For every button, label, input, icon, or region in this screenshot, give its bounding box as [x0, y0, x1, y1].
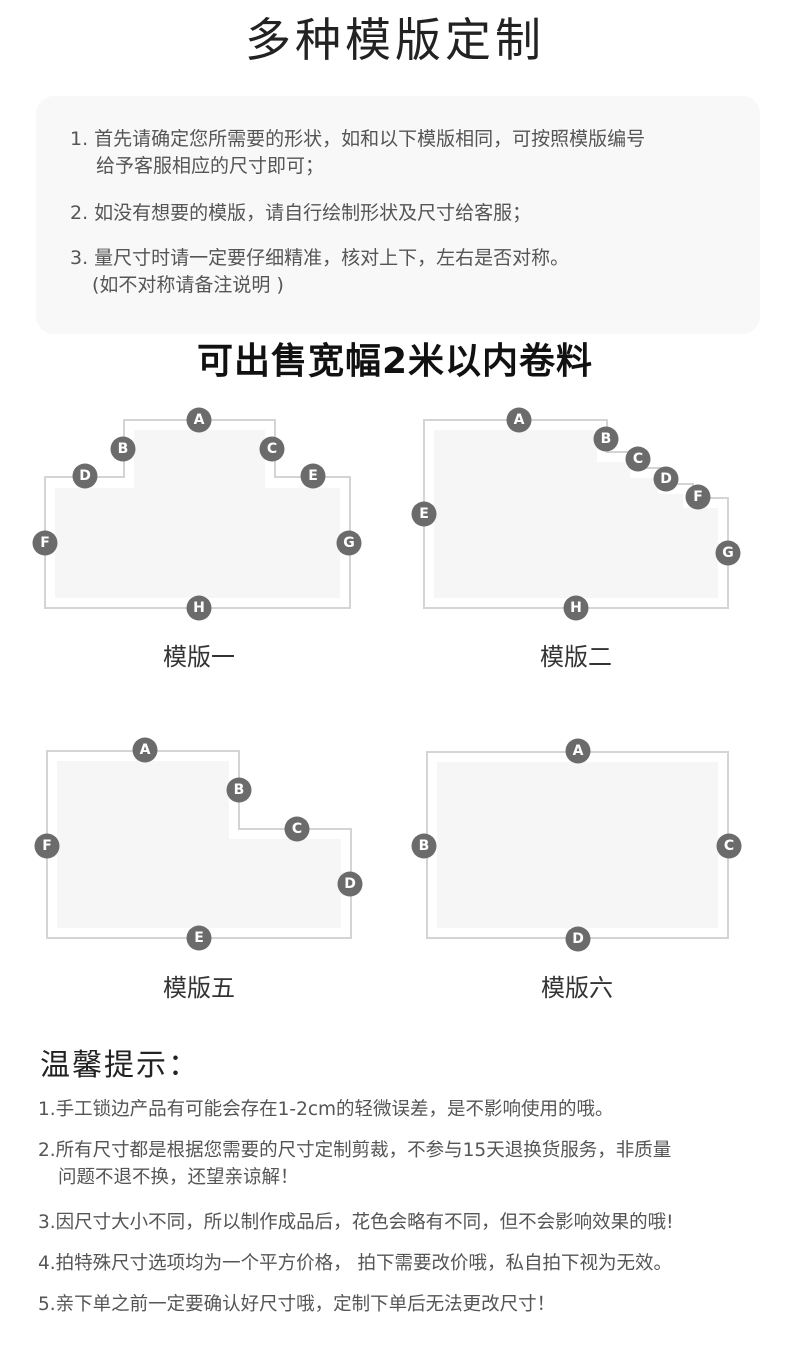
- template-5-marker-f: F: [34, 833, 60, 859]
- template-5-diagram: A B C F D E: [34, 737, 363, 951]
- tip-4: 4.拍特殊尺寸选项均为一个平方价格， 拍下需要改价哦，私自拍下视为无效。: [38, 1253, 673, 1274]
- template-5-outline: [46, 750, 352, 939]
- svg-text:H: H: [570, 600, 582, 616]
- svg-text:D: D: [344, 876, 356, 892]
- svg-text:B: B: [419, 838, 430, 854]
- template-1-marker-f: F: [32, 530, 58, 556]
- template-1-diagram: A B C D E F G H: [32, 407, 362, 621]
- template-1-marker-c: C: [259, 436, 285, 462]
- step-3-note: (如不对称请备注说明 ): [92, 274, 284, 296]
- tip-2: 2.所有尺寸都是根据您需要的尺寸定制剪裁，不参与15天退换货服务，非质量 问题不…: [38, 1137, 671, 1191]
- template-1-fill: [55, 430, 340, 598]
- step-2-text: 2. 如没有想要的模版，请自行绘制形状及尺寸给客服；: [70, 202, 532, 224]
- instructions-panel: [36, 96, 760, 334]
- svg-text:G: G: [722, 545, 734, 561]
- page-title: 多种模版定制: [245, 13, 545, 67]
- svg-text:D: D: [79, 468, 91, 484]
- tip-2-line-2: 问题不退不换，还望亲谅解！: [58, 1167, 299, 1188]
- template-1-marker-g: G: [336, 530, 362, 556]
- svg-text:D: D: [660, 471, 672, 487]
- template-6-marker-b: B: [411, 833, 437, 859]
- step-1-line-1: 1. 首先请确定您所需要的形状，如和以下模版相同，可按照模版编号: [70, 128, 646, 150]
- svg-text:H: H: [193, 600, 205, 616]
- tip-5: 5.亲下单之前一定要确认好尺寸哦，定制下单后无法更改尺寸！: [38, 1294, 556, 1315]
- template-2-diagram: A B C D F E G H: [411, 407, 741, 621]
- template-6-diagram: A B C D: [411, 738, 742, 952]
- template-2-marker-a: A: [506, 407, 532, 433]
- svg-text:F: F: [42, 838, 52, 854]
- template-1-label: 模版一: [163, 643, 235, 671]
- template-2-marker-d: D: [653, 466, 679, 492]
- template-2-fill: [434, 430, 718, 598]
- template-5-marker-e: E: [186, 925, 212, 951]
- template-5-marker-d: D: [337, 871, 363, 897]
- template-6-fill: [437, 762, 718, 928]
- svg-text:B: B: [118, 441, 129, 457]
- section-subtitle: 可出售宽幅2米以内卷料: [196, 341, 594, 382]
- template-6-marker-d: D: [565, 926, 591, 952]
- template-5-marker-b: B: [226, 777, 252, 803]
- svg-text:A: A: [573, 743, 584, 759]
- instruction-step-3: 3. 量尺寸时请一定要仔细精准，核对上下，左右是否对称。 (如不对称请备注说明 …: [70, 245, 569, 299]
- step-3-line-1: 3. 量尺寸时请一定要仔细精准，核对上下，左右是否对称。: [70, 247, 570, 269]
- svg-text:D: D: [572, 931, 584, 947]
- template-1-marker-d: D: [72, 463, 98, 489]
- template-2-marker-g: G: [715, 540, 741, 566]
- template-5-fill: [57, 761, 341, 928]
- tip-1: 1.手工锁边产品有可能会存在1-2cm的轻微误差，是不影响使用的哦。: [38, 1099, 614, 1120]
- svg-text:F: F: [40, 535, 50, 551]
- step-1-line-2: 给予客服相应的尺寸即可；: [96, 155, 325, 177]
- svg-text:E: E: [194, 930, 204, 946]
- template-1-marker-e: E: [300, 463, 326, 489]
- svg-text:G: G: [343, 535, 355, 551]
- svg-text:F: F: [693, 489, 703, 505]
- template-2-marker-e: E: [411, 501, 437, 527]
- template-2-marker-b: B: [593, 426, 619, 452]
- svg-text:B: B: [234, 782, 245, 798]
- template-2-marker-f: F: [685, 484, 711, 510]
- template-6-marker-c: C: [716, 833, 742, 859]
- template-1-marker-a: A: [186, 407, 212, 433]
- svg-text:C: C: [633, 451, 643, 467]
- template-2-marker-c: C: [625, 446, 651, 472]
- tip-3: 3.因尺寸大小不同，所以制作成品后，花色会略有不同，但不会影响效果的哦!: [38, 1212, 674, 1233]
- svg-text:A: A: [140, 742, 151, 758]
- template-5-marker-c: C: [284, 816, 310, 842]
- svg-text:C: C: [292, 821, 302, 837]
- template-5-marker-a: A: [132, 737, 158, 763]
- tip-2-line-1: 2.所有尺寸都是根据您需要的尺寸定制剪裁，不参与15天退换货服务，非质量: [38, 1140, 672, 1161]
- instruction-step-1: 1. 首先请确定您所需要的形状，如和以下模版相同，可按照模版编号 给予客服相应的…: [70, 126, 645, 180]
- svg-text:E: E: [419, 506, 429, 522]
- template-5-label: 模版五: [163, 974, 235, 1002]
- svg-text:A: A: [514, 412, 525, 428]
- template-6-label: 模版六: [541, 974, 613, 1002]
- svg-text:C: C: [724, 838, 734, 854]
- instruction-step-2: 2. 如没有想要的模版，请自行绘制形状及尺寸给客服；: [70, 200, 531, 227]
- svg-text:B: B: [601, 431, 612, 447]
- svg-text:C: C: [267, 441, 277, 457]
- template-2-marker-h: H: [563, 595, 589, 621]
- template-2-label: 模版二: [540, 643, 612, 671]
- template-6-marker-a: A: [565, 738, 591, 764]
- template-1-marker-b: B: [110, 436, 136, 462]
- template-1-marker-h: H: [186, 595, 212, 621]
- svg-text:A: A: [194, 412, 205, 428]
- svg-text:E: E: [308, 468, 318, 484]
- tips-title: 温馨提示：: [40, 1048, 200, 1083]
